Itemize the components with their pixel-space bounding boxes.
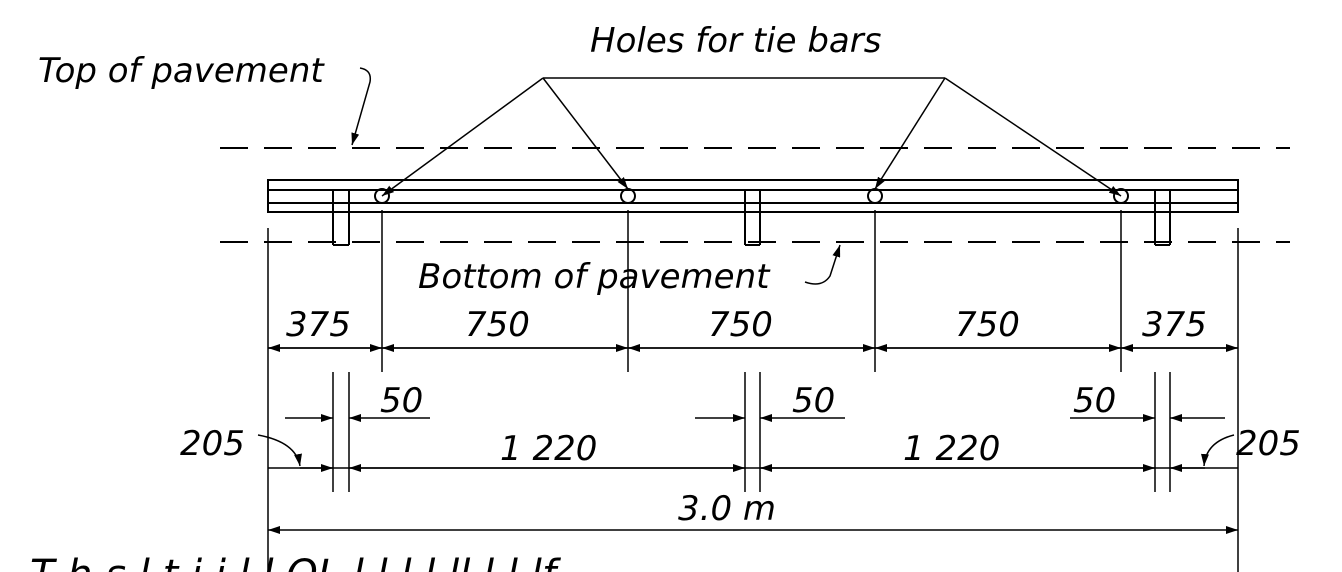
top-of-pavement-callout: Top of pavement <box>38 51 372 146</box>
holes-label: Holes for tie bars <box>590 21 881 61</box>
support-middle <box>744 190 761 246</box>
tie-bar-hole-2 <box>620 188 636 204</box>
dim-50-2: 50 <box>792 381 835 421</box>
dimension-205-right: 205 <box>1201 424 1301 467</box>
dim-750-1: 750 <box>465 305 530 345</box>
dim-overall-label: 3.0 m <box>678 489 776 529</box>
support-right <box>1154 190 1171 246</box>
dimension-row-1220: 1 220 1 220 <box>268 429 1238 472</box>
tie-bar-assembly <box>267 179 1239 246</box>
dim-50-1: 50 <box>380 381 423 421</box>
dim-50-3: 50 <box>1073 381 1116 421</box>
holes-callout: Holes for tie bars <box>381 21 1122 197</box>
dim-1220-1: 1 220 <box>500 429 597 469</box>
dim-375-right: 375 <box>1142 305 1207 345</box>
dim-1220-2: 1 220 <box>903 429 1000 469</box>
dim-205-right: 205 <box>1236 424 1301 464</box>
dim-375-left: 375 <box>286 305 351 345</box>
bottom-of-pavement-label: Bottom of pavement <box>418 257 771 297</box>
top-of-pavement-label: Top of pavement <box>38 51 325 91</box>
dimension-50-group: 50 50 50 <box>285 381 1225 422</box>
dimension-row-spacing: 375 750 750 750 375 <box>268 305 1238 352</box>
support-left <box>332 190 350 246</box>
dim-205-left: 205 <box>180 424 245 464</box>
dim-750-3: 750 <box>955 305 1020 345</box>
dimension-205-left: 205 <box>180 424 302 467</box>
dimension-overall: 3.0 m <box>268 489 1238 534</box>
bottom-of-pavement-callout: Bottom of pavement <box>418 244 841 297</box>
cropped-caption-text: T h s l t i i l l OL l l l l ll l l lf <box>30 552 562 572</box>
assembly-outline <box>267 179 1239 213</box>
tie-bar-hole-3 <box>867 188 883 204</box>
tie-bar-hole-4 <box>1113 188 1129 204</box>
dim-750-2: 750 <box>708 305 773 345</box>
